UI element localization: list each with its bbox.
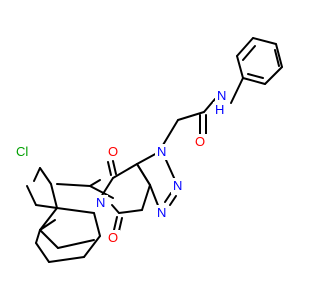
- bond: [107, 161, 112, 176]
- bond: [56, 183, 91, 187]
- bond: [35, 242, 50, 263]
- bond: [56, 207, 95, 214]
- atom-labels: Cl O O N N N N O N H: [15, 88, 229, 246]
- bond: [242, 77, 266, 85]
- chlorine-label: Cl: [16, 144, 28, 159]
- amide-nitrogen-label: N: [217, 88, 226, 103]
- bond: [39, 207, 58, 231]
- molecule-canvas: Cl O O N N N N O N H: [15, 37, 283, 263]
- bond: [275, 43, 283, 68]
- bond: [136, 163, 151, 186]
- bond: [274, 49, 280, 67]
- bond: [112, 160, 117, 175]
- bond: [111, 204, 120, 214]
- bond: [149, 184, 160, 209]
- triazole-nitrogen-3-label: N: [157, 205, 166, 220]
- bond: [113, 216, 118, 231]
- bond: [162, 119, 179, 146]
- triazole-nitrogen-1-label: N: [157, 144, 166, 159]
- bond: [264, 66, 283, 85]
- bond: [89, 179, 101, 187]
- bond: [35, 229, 41, 244]
- bond: [203, 98, 216, 113]
- bond: [165, 159, 176, 181]
- bond: [83, 235, 101, 258]
- bond: [35, 204, 58, 209]
- bond: [141, 184, 151, 211]
- bond: [118, 209, 143, 214]
- bonds: [26, 37, 283, 263]
- bond: [236, 55, 244, 79]
- bond: [39, 219, 56, 231]
- bond: [100, 177, 114, 198]
- bond: [50, 183, 58, 209]
- bond: [39, 229, 59, 249]
- carbonyl-oxygen-top-label: O: [108, 144, 118, 159]
- bond: [118, 217, 123, 232]
- bond: [57, 239, 95, 249]
- bond: [26, 185, 37, 206]
- bond: [242, 45, 256, 61]
- bond: [236, 37, 254, 57]
- bond: [230, 77, 244, 104]
- bond: [33, 167, 41, 182]
- bond: [252, 37, 277, 45]
- structure-diagram: Cl O O N N N N O N H: [15, 37, 283, 263]
- bond: [48, 256, 85, 263]
- bond: [169, 195, 177, 206]
- bond: [112, 163, 138, 179]
- bond: [39, 167, 52, 185]
- bond: [247, 73, 264, 79]
- bond: [164, 192, 172, 203]
- amide-hydrogen-label: H: [215, 102, 224, 117]
- carbonyl-oxygen-bottom-label: O: [108, 230, 118, 245]
- bond: [89, 185, 114, 199]
- imide-nitrogen-label: N: [96, 195, 105, 210]
- bond: [93, 212, 101, 237]
- amide-oxygen-label: O: [195, 134, 205, 149]
- triazole-nitrogen-2-label: N: [173, 178, 182, 193]
- bond: [177, 111, 205, 121]
